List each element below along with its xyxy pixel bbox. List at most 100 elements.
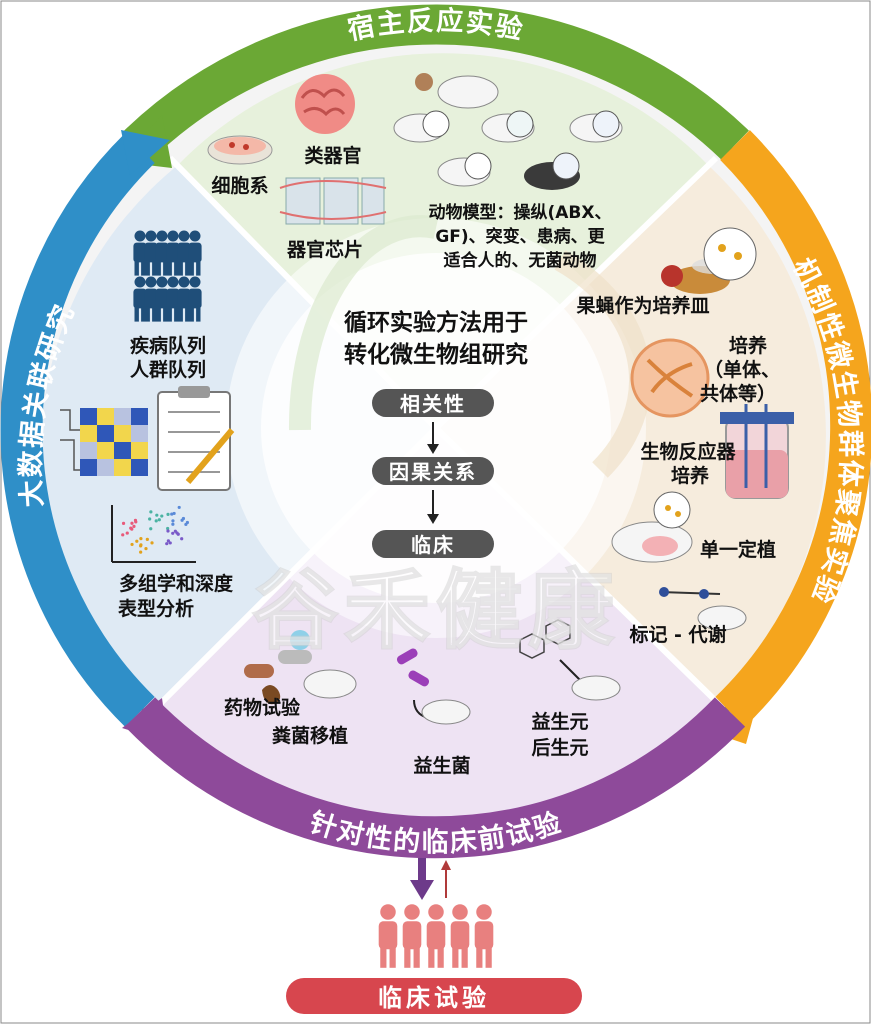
heatmap-cell: [131, 442, 148, 459]
cell-line-label: 细胞系: [211, 174, 268, 197]
heatmap-cell: [131, 459, 148, 476]
heatmap-cell: [114, 408, 131, 425]
culture-label-line3: 共体等）: [700, 382, 776, 405]
drug-fmt-icon: [244, 630, 357, 705]
cohort-people-icon: [133, 230, 202, 322]
scatter-dot: [129, 526, 133, 530]
bottom-arc: [124, 697, 746, 859]
labeled-metabolism-icon: [659, 587, 747, 631]
omics-label-line1: 多组学和深度: [119, 572, 234, 595]
cohort-label-line1: 疾病队列: [130, 334, 206, 357]
prebiotic-molecule-icon: [519, 619, 621, 701]
scatter-dot: [135, 539, 139, 543]
step-clinic: 临床: [411, 533, 455, 557]
center-title-line1: 循环实验方法用于: [344, 309, 528, 336]
organ-chip-label: 器官芯片: [286, 238, 363, 261]
scatter-dot: [139, 550, 143, 554]
scatter-dot: [121, 521, 126, 525]
culture-label-line2: （单体、: [704, 358, 780, 381]
culture-plate-icon: [630, 338, 710, 418]
step-arrow-1-head: [427, 444, 439, 454]
culture-label-line1: 培养: [729, 334, 767, 357]
scatter-dot: [171, 531, 175, 535]
scatter-dot: [139, 543, 143, 547]
probiotic-label: 益生菌: [413, 754, 470, 777]
animal-model-label-line1: 动物模型：操纵(ABX、: [429, 202, 612, 223]
cohort-person-icon: [133, 230, 147, 276]
mono-colonization-label: 单一定植: [700, 538, 776, 561]
scatter-dot: [149, 527, 153, 531]
animal-model-label-line2: GF)、突变、患病、更: [435, 226, 605, 247]
scatter-dot: [125, 531, 129, 535]
scatter-dot: [148, 517, 152, 521]
cohort-person-icon: [144, 276, 158, 322]
heatmap-cell: [80, 459, 97, 476]
bioreactor-label-line2: 培养: [671, 464, 709, 487]
scatter-dot: [166, 526, 170, 531]
heatmap-cell: [97, 425, 114, 442]
heatmap-cell: [80, 425, 97, 442]
scatter-dot: [185, 520, 189, 525]
cohort-person-icon: [133, 276, 147, 322]
scatter-dot: [154, 519, 158, 523]
scatter-dot: [134, 520, 138, 524]
scatter-dot: [121, 533, 125, 537]
scatter-dot: [166, 512, 170, 517]
scatter-dot: [180, 537, 184, 541]
cohort-person-icon: [155, 230, 169, 276]
clinical-trial-bar: [286, 978, 582, 1014]
mono-colonized-mouse-icon: [611, 491, 693, 563]
animal-model-label-line3: 适合人的、无菌动物: [444, 250, 597, 271]
scatter-dot: [157, 518, 161, 522]
scatter-dot: [155, 513, 159, 517]
scatter-dot: [139, 537, 143, 541]
bioreactor-label-line1: 生物反应器: [640, 440, 736, 463]
scatter-dot: [166, 529, 170, 533]
scatter-dot: [165, 542, 169, 546]
top-arc: [124, 4, 749, 160]
clinical-person-icon: [474, 904, 494, 968]
scatter-dot: [171, 519, 175, 523]
scatter-dot: [177, 505, 181, 510]
scatter-dot: [170, 512, 174, 516]
cohort-person-icon: [177, 230, 191, 276]
fmt-label: 粪菌移植: [272, 724, 348, 747]
down-arrow-head: [410, 880, 434, 900]
mouse-models-icon: [393, 73, 623, 190]
label-metabolism-label: 标记 - 代谢: [629, 623, 726, 646]
heatmap-cell: [97, 459, 114, 476]
scatter-dot: [166, 539, 170, 543]
scatter-dot: [130, 521, 134, 525]
clinical-person-icon: [450, 904, 470, 968]
heatmap-cell: [97, 408, 114, 425]
heatmap-cell: [131, 408, 148, 425]
scatter-dot: [173, 529, 177, 533]
scatter-plot-icon: [111, 505, 196, 563]
cohort-person-icon: [155, 276, 169, 322]
up-arrow-head: [441, 860, 451, 870]
cohort-person-icon: [188, 276, 202, 322]
heatmap-cell: [80, 408, 97, 425]
organ-chip-icon: [279, 177, 387, 225]
heatmap-icon: [60, 408, 148, 476]
step-correlation: 相关性: [400, 392, 466, 416]
step-arrow-2-head: [427, 514, 439, 524]
center-title-line2: 转化微生物组研究: [344, 341, 528, 368]
left-arc: [0, 133, 155, 727]
cohort-person-icon: [188, 230, 202, 276]
cohort-person-icon: [144, 230, 158, 276]
cohort-person-icon: [166, 276, 180, 322]
heatmap-cell: [131, 425, 148, 442]
step-pill-correlation: [372, 389, 494, 417]
heatmap-cell: [97, 442, 114, 459]
scatter-dot: [176, 532, 180, 536]
organoid-label: 类器官: [304, 144, 361, 167]
bottom-arc-arrowhead: [122, 698, 168, 742]
clipboard-icon: [157, 386, 235, 491]
right-arc: [715, 130, 871, 728]
scatter-dot: [145, 537, 149, 541]
heatmap-cell: [80, 442, 97, 459]
step-causality: 因果关系: [389, 460, 477, 484]
